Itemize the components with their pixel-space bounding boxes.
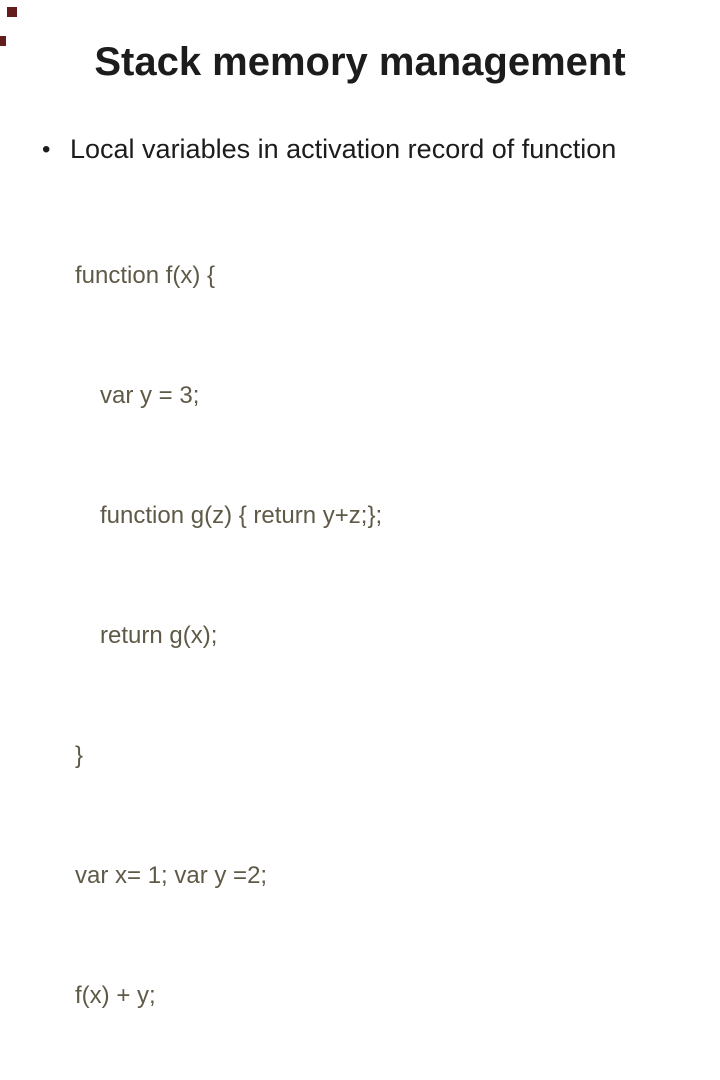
slide-title: Stack memory management [94,40,626,84]
corner-accent-square [7,7,17,17]
bullet-text: Local variables in activation record of … [70,134,617,164]
bullet-marker: • [42,136,51,163]
code-line: var x= 1; var y =2; [75,862,268,889]
corner-accent-square-edge [0,36,6,46]
code-line: function g(z) { return y+z;}; [100,502,383,529]
code-line: f(x) + y; [75,982,156,1009]
code-line: return g(x); [100,622,218,649]
code-line: } [75,742,84,769]
slide-canvas: Stack memory management • Local variable… [0,7,702,1009]
code-line: function f(x) { [75,262,216,289]
code-block: function f(x) { var y = 3; function g(z)… [75,176,695,1080]
bullet-item: • Local variables in activation record o… [42,133,702,167]
code-line: var y = 3; [100,382,200,409]
